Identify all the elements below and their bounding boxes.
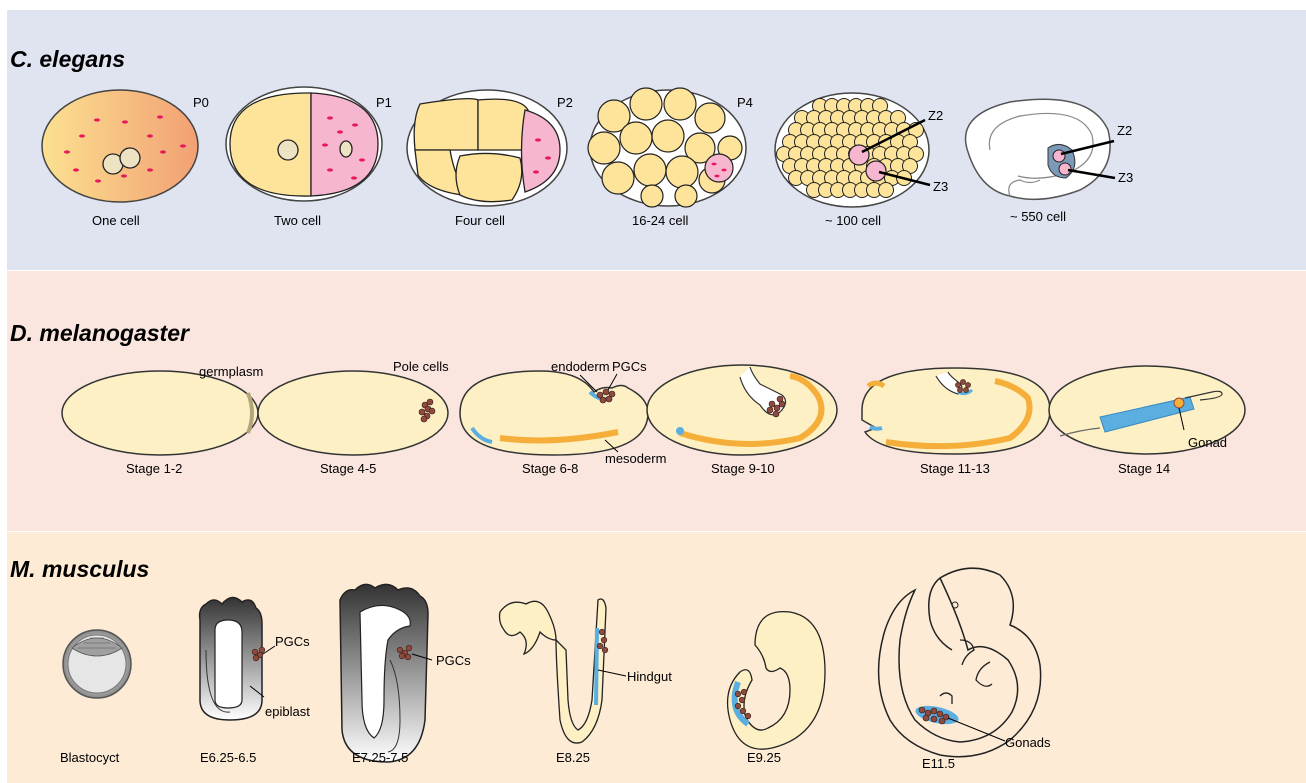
stage-label-one-cell: One cell bbox=[92, 213, 140, 228]
stage-label-16-24-cell: 16-24 cell bbox=[632, 213, 688, 228]
stage-label-100-cell: ~ 100 cell bbox=[825, 213, 881, 228]
dmel-stage-9-10 bbox=[647, 365, 837, 455]
stage-label-e7-25: E7.25-7.5 bbox=[352, 750, 408, 765]
stage-label-e11-5: E11.5 bbox=[922, 756, 955, 771]
cell-label-p4: P4 bbox=[737, 95, 753, 110]
dmel-stage-11-13 bbox=[862, 368, 1050, 454]
endoderm-label: endoderm bbox=[551, 359, 610, 374]
dmel-stage-6-8 bbox=[460, 371, 648, 455]
mesoderm-label: mesoderm bbox=[605, 451, 666, 466]
celegans-16-24-cell bbox=[588, 88, 746, 207]
stage-label-1-2: Stage 1-2 bbox=[126, 461, 182, 476]
pgcs-label-e6: PGCs bbox=[275, 634, 310, 649]
celegans-one-cell bbox=[42, 90, 198, 202]
celegans-stage-labels: One cell Two cell Four cell 16-24 cell ~… bbox=[92, 209, 1066, 228]
gonads-label: Gonads bbox=[1005, 735, 1051, 750]
pgcs-label-e7: PGCs bbox=[436, 653, 471, 668]
mouse-e9-25 bbox=[728, 612, 825, 750]
cell-label-z3-a: Z3 bbox=[933, 179, 948, 194]
stage-label-550-cell: ~ 550 cell bbox=[1010, 209, 1066, 224]
germplasm-label: germplasm bbox=[199, 364, 263, 379]
dmel-stage-4-5 bbox=[258, 371, 448, 455]
cell-label-z2-a: Z2 bbox=[928, 108, 943, 123]
yolk-cell bbox=[879, 183, 894, 198]
hindgut-label: Hindgut bbox=[627, 669, 672, 684]
cell-label-z3-b: Z3 bbox=[1118, 170, 1133, 185]
title-celegans: C. elegans bbox=[10, 46, 125, 73]
title-dmel: D. melanogaster bbox=[10, 320, 189, 347]
celegans-four-cell bbox=[407, 90, 567, 206]
title-mouse: M. musculus bbox=[10, 556, 149, 583]
celegans-550-cell bbox=[966, 99, 1115, 199]
cell-label-z2-b: Z2 bbox=[1117, 123, 1132, 138]
stage-label-four-cell: Four cell bbox=[455, 213, 505, 228]
stage-label-e6-25: E6.25-6.5 bbox=[200, 750, 256, 765]
mouse-e8-25 bbox=[500, 599, 627, 743]
mouse-e7-25 bbox=[340, 584, 432, 762]
cell-label-p2: P2 bbox=[557, 95, 573, 110]
celegans-100-cell bbox=[775, 93, 930, 207]
stage-label-e9-25: E9.25 bbox=[747, 750, 781, 765]
mouse-blastocyst bbox=[63, 630, 131, 698]
stage-label-14: Stage 14 bbox=[1118, 461, 1170, 476]
pgcs-label-dmel: PGCs bbox=[612, 359, 647, 374]
stage-label-6-8: Stage 6-8 bbox=[522, 461, 578, 476]
gonad-label: Gonad bbox=[1188, 435, 1227, 450]
stage-label-e8-25: E8.25 bbox=[556, 750, 590, 765]
stage-label-11-13: Stage 11-13 bbox=[920, 461, 990, 476]
celegans-two-cell bbox=[226, 87, 382, 201]
epiblast-label: epiblast bbox=[265, 704, 310, 719]
stage-label-blastocyst: Blastocyct bbox=[60, 750, 120, 765]
cell-label-p1: P1 bbox=[376, 95, 392, 110]
stage-label-two-cell: Two cell bbox=[274, 213, 321, 228]
mouse-e11-5 bbox=[879, 568, 1041, 757]
stage-label-9-10: Stage 9-10 bbox=[711, 461, 775, 476]
mouse-e6-25 bbox=[200, 597, 275, 720]
cell-label-p0: P0 bbox=[193, 95, 209, 110]
dmel-stage-1-2 bbox=[62, 371, 258, 455]
stage-label-4-5: Stage 4-5 bbox=[320, 461, 376, 476]
pole-cells-label: Pole cells bbox=[393, 359, 449, 374]
mouse-stage-labels: Blastocyct E6.25-6.5 E7.25-7.5 E8.25 E9.… bbox=[60, 750, 955, 771]
